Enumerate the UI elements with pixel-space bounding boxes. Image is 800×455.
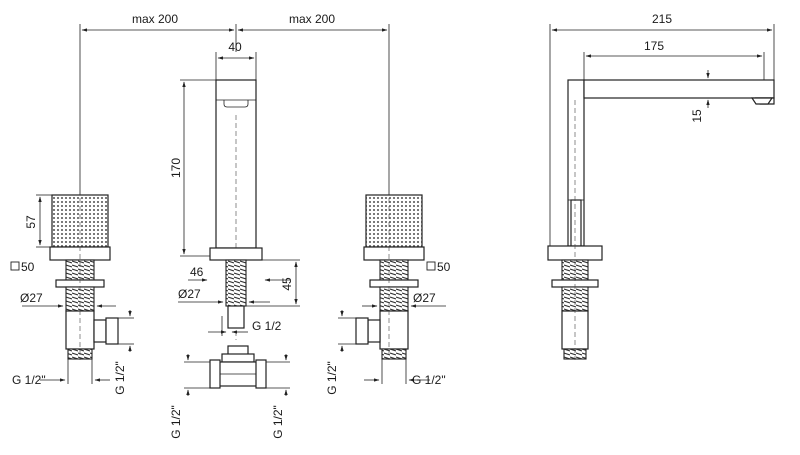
spout-height-label: 170 bbox=[169, 158, 183, 178]
handle-height-label: 57 bbox=[24, 215, 38, 229]
shank-length-label: 45 bbox=[280, 277, 294, 291]
left-side-thread-label: G 1/2" bbox=[113, 361, 127, 395]
tee-right-thread-label: G 1/2" bbox=[271, 405, 285, 439]
max-width-right-label: max 200 bbox=[289, 12, 335, 26]
square-outline-icon bbox=[426, 261, 436, 271]
left-outlet-thread-label: G 1/2" bbox=[12, 373, 46, 387]
left-thread-diameter-label: Ø27 bbox=[20, 291, 43, 305]
tee-fitting: G 1/2" G 1/2" bbox=[169, 345, 290, 439]
center-thread-diameter-label: Ø27 bbox=[178, 287, 201, 301]
spout-width-label: 40 bbox=[228, 40, 242, 54]
side-reach-label: 175 bbox=[644, 39, 664, 53]
side-drop-label: 15 bbox=[690, 109, 704, 123]
side-total-length-label: 215 bbox=[652, 12, 672, 26]
right-thread-diameter-label: Ø27 bbox=[413, 291, 436, 305]
max-width-dimensions: max 200 max 200 bbox=[79, 12, 390, 195]
flange-diameter-label: 46 bbox=[190, 265, 204, 279]
max-width-left-label: max 200 bbox=[132, 12, 178, 26]
spout-front-view: 40 170 46 Ø27 45 G 1/2 bbox=[169, 40, 300, 340]
spout-side-view: 215 175 15 bbox=[547, 12, 775, 360]
square-outline-icon bbox=[10, 261, 20, 271]
left-valve: 57 50 Ø27 G 1/2" G 1/2" bbox=[10, 190, 134, 395]
right-side-thread-label: G 1/2" bbox=[325, 361, 339, 395]
left-square-label: 50 bbox=[21, 260, 35, 274]
right-square-label: 50 bbox=[437, 260, 451, 274]
right-outlet-thread-label: G 1/2" bbox=[412, 373, 446, 387]
tee-left-thread-label: G 1/2" bbox=[169, 405, 183, 439]
right-valve: 50 Ø27 G 1/2" G 1/2" bbox=[325, 190, 451, 395]
center-thread-label: G 1/2 bbox=[252, 319, 282, 333]
